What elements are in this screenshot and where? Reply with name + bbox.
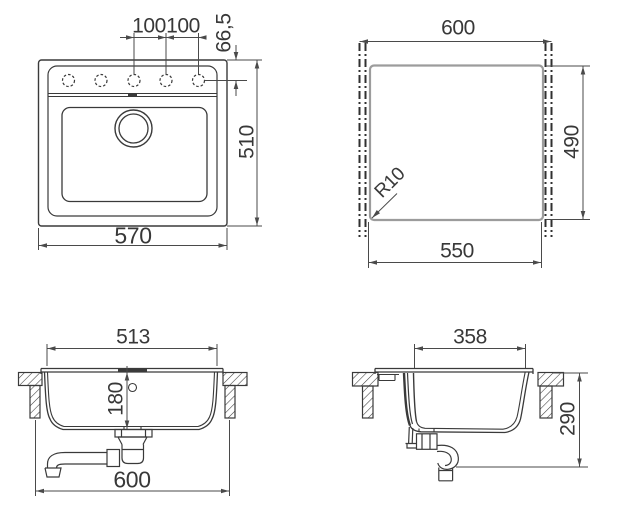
drain-outer	[114, 109, 153, 148]
dim-worktop-width: 600	[441, 16, 475, 40]
tap-hole-2	[94, 73, 108, 88]
tap-hole-4	[159, 73, 173, 88]
hole-spacing-extension-lines	[133, 33, 199, 74]
cutout-width-extension-lines	[368, 222, 542, 268]
worktop-hatching	[17, 371, 248, 419]
drain-flange	[114, 428, 153, 438]
cabinet-width-extension-lines	[35, 420, 230, 496]
bowl-width-extension-lines	[46, 344, 218, 366]
drain-taper	[117, 436, 148, 445]
tap-hole-5	[191, 73, 206, 88]
bowl-bottom-outer	[409, 425, 506, 434]
dim-cutout-width: 550	[440, 239, 474, 263]
top-view	[37, 59, 228, 227]
bowl-inner-wall	[46, 371, 216, 428]
dim-hole-spacing-left: 100	[132, 14, 166, 38]
sink-rim-lines	[374, 367, 534, 374]
overflow-mark	[128, 94, 137, 97]
drain-trap-assembly	[405, 426, 459, 482]
dim-sink-width: 570	[114, 222, 152, 249]
front-section-dimensions	[35, 344, 230, 496]
front-wall-mid	[406, 372, 414, 425]
overflow-down-pipe	[405, 426, 417, 449]
pipe-nut	[106, 448, 121, 468]
cutout-outline	[368, 64, 545, 222]
drain-trap-assembly	[44, 428, 153, 478]
arrowheads	[39, 35, 260, 248]
cutout-dimensions	[359, 41, 590, 268]
trap-body	[121, 444, 145, 465]
dim-hole-spacing-right: 100	[166, 14, 200, 38]
drain-inner	[118, 113, 149, 144]
sink-rim	[47, 65, 218, 217]
bowl-bottom-inner	[415, 421, 504, 430]
drain-nut	[415, 433, 438, 450]
drain-recess-ticks	[418, 428, 435, 433]
dim-install-depth: 290	[556, 402, 580, 436]
width-extension-lines	[38, 228, 228, 250]
dim-bowl-length: 358	[453, 325, 487, 349]
install-depth-ref-lines	[456, 372, 588, 468]
back-wall-inner	[502, 371, 526, 430]
dim-bowl-depth: 180	[104, 382, 128, 416]
dim-bowl-width: 513	[116, 325, 150, 349]
tap-hole-3	[127, 73, 141, 88]
side-section-view	[351, 367, 565, 482]
arrowheads	[36, 346, 229, 494]
dim-sink-depth: 510	[235, 125, 259, 159]
elbow-foot	[44, 467, 62, 478]
sink-outer-edge	[37, 59, 228, 227]
overflow-hole	[127, 382, 138, 393]
outlet-stub	[438, 467, 454, 482]
bowl-outer-wall	[43, 371, 219, 431]
cutout-view	[358, 39, 590, 268]
front-wall-inner	[412, 372, 418, 422]
arrowheads	[360, 39, 586, 265]
tap-holes	[61, 73, 206, 88]
front-wall-outer	[402, 372, 412, 426]
outlet-pipe	[65, 451, 107, 465]
top-view-dimensions	[38, 33, 262, 250]
trap-bend-outer	[436, 444, 459, 470]
worktop-hatching	[351, 371, 565, 419]
dim-hole-offset: 66,5	[212, 13, 236, 53]
worktop-centerlines	[358, 43, 553, 237]
back-wall-outer	[504, 371, 530, 434]
fastening-clip	[377, 373, 399, 382]
dim-cabinet-width: 600	[113, 466, 151, 493]
trap-bend-inner	[436, 450, 452, 467]
bowl-outline	[61, 106, 208, 203]
dim-cutout-depth: 490	[560, 125, 584, 159]
outlet-elbow	[46, 451, 66, 469]
arrowheads	[415, 346, 582, 467]
side-section-dimensions	[414, 344, 588, 468]
front-section-view	[17, 367, 248, 478]
tap-hole-section	[118, 368, 147, 372]
tap-hole-1	[61, 73, 76, 88]
